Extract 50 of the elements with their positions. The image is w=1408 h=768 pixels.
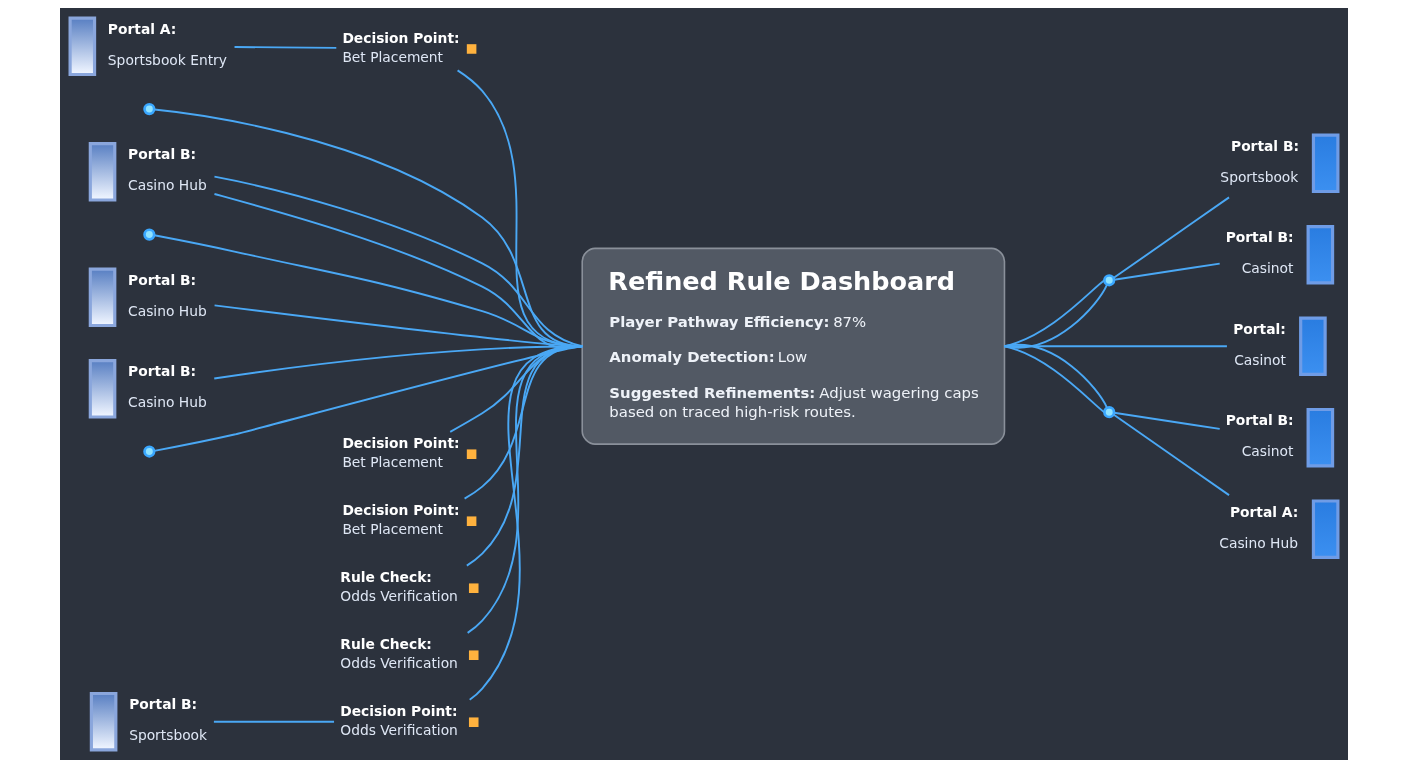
node-label: Casino Hub <box>128 394 207 411</box>
node-box <box>466 44 477 54</box>
node-label: Rule Check: <box>340 569 432 586</box>
node-label: Decision Point: <box>342 435 460 452</box>
node-label: Bet Placement <box>342 48 444 65</box>
node-box <box>468 650 479 660</box>
node-label: Sportsbook <box>1220 168 1299 185</box>
node-label: Portal B: <box>128 271 197 288</box>
node-label: Casinot <box>1241 260 1294 277</box>
node-box <box>466 449 477 459</box>
node-label: Decision Point: <box>342 30 460 47</box>
node-label: Portal A: <box>1229 503 1299 520</box>
node-label: Bet Placement <box>342 453 444 470</box>
node-label: Casino Hub <box>1219 534 1298 551</box>
node-label: Portal B: <box>1231 137 1299 154</box>
node-label: Portal A: <box>107 20 177 37</box>
node-label: Casino Hub <box>128 177 207 194</box>
node-box: Refined Rule Dashboard Player Pathway Efficiency: 87% Anomaly Detection: Low Suggested Refinements: Adjust wagering caps based on traced high-risk routes. <box>581 247 1006 445</box>
node-label: Portal B: <box>128 363 197 380</box>
node-label: Decision Point: <box>342 502 460 519</box>
node-label: Odds Verification <box>340 654 458 671</box>
connector <box>1113 262 1221 281</box>
node-box <box>468 583 479 593</box>
node-label: Portal B: <box>1225 229 1294 246</box>
node-circle <box>1103 274 1116 287</box>
connector <box>212 720 335 723</box>
node-label: Portal B: <box>128 146 197 163</box>
node-label: Portal B: <box>1225 412 1294 429</box>
node-label: Portal: <box>1233 320 1286 337</box>
node-label: Casinot <box>1241 443 1294 460</box>
node-label: Odds Verification <box>340 721 458 738</box>
connector <box>1112 413 1230 497</box>
node-label: Sportsbook Entry <box>107 51 227 68</box>
node-label: Sportsbook <box>129 727 208 744</box>
node-box <box>466 516 477 526</box>
node-label: Odds Verification <box>340 587 458 604</box>
node-box <box>468 717 479 727</box>
node-circle <box>1103 406 1116 419</box>
node-label: Casinot <box>1234 351 1286 368</box>
connector <box>233 46 338 49</box>
connector <box>1112 196 1230 280</box>
node-circle <box>143 445 156 458</box>
node-label: Portal B: <box>129 696 198 713</box>
node-circle <box>143 228 156 241</box>
node-circle <box>143 102 156 116</box>
node-label: Rule Check: <box>340 636 432 653</box>
connector <box>1113 411 1221 430</box>
node-label: Casino Hub <box>128 302 207 319</box>
node-label: Decision Point: <box>340 703 458 720</box>
node-label: Bet Placement <box>342 520 444 537</box>
